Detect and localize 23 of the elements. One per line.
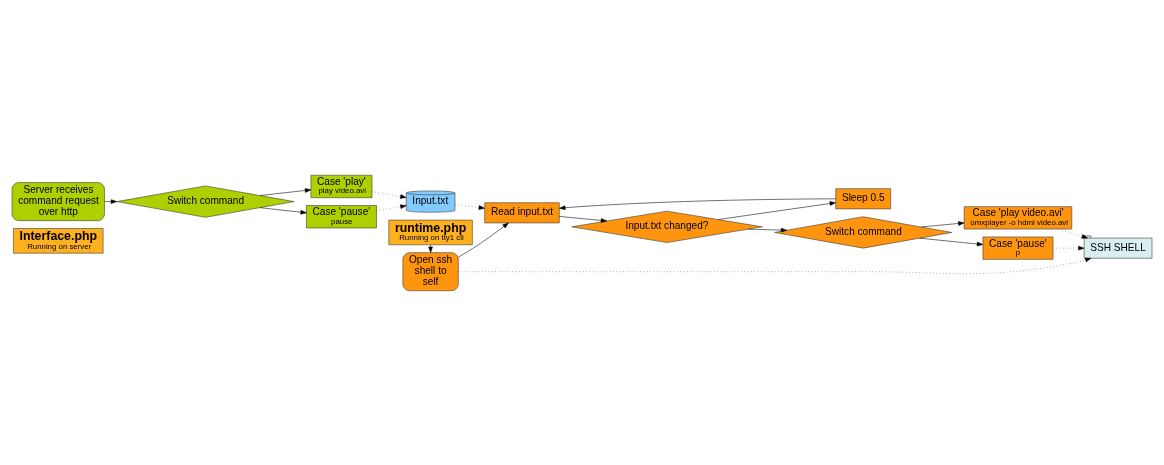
arrow (718, 200, 836, 220)
arrow (376, 203, 407, 211)
arrow (454, 203, 485, 210)
arrow (458, 222, 509, 257)
node-box: Open ssh shell to self (402, 251, 459, 291)
node-box: Sleep 0.5 (835, 187, 891, 209)
arrow (259, 187, 312, 196)
arrow (920, 220, 965, 227)
arrow (1058, 228, 1088, 238)
arrow (104, 198, 118, 204)
arrow (559, 215, 607, 223)
node-box: Read input.txt (484, 201, 560, 223)
node-diamond: Input.txt changed? (571, 210, 763, 243)
node-diamond: Switch command (774, 215, 953, 248)
arrow (919, 237, 984, 246)
arrow (748, 227, 788, 232)
arrow (428, 244, 433, 253)
node-box: Server receives command request over http (11, 181, 105, 221)
arrow (259, 206, 307, 214)
arrow (1052, 245, 1085, 250)
arrow (371, 190, 407, 199)
arrow (559, 198, 836, 210)
node-diamond: Switch command (116, 185, 295, 218)
